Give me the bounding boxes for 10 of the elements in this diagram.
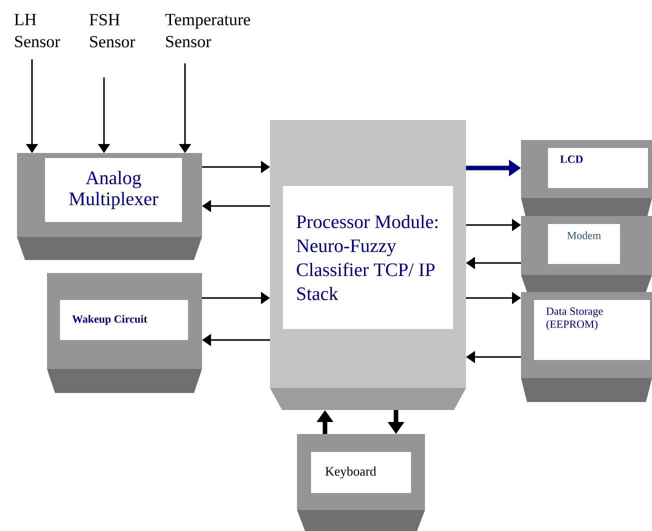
module-box: Wakeup Circuit — [47, 273, 202, 393]
sensor-label: Temperature Sensor — [165, 14, 250, 48]
module-box: Analog Multiplexer — [17, 153, 202, 260]
module-box: Data Storage (EEPROM) — [521, 292, 652, 402]
module-box: Keyboard — [297, 434, 425, 531]
sensor-label: FSH Sensor — [90, 14, 136, 48]
processor-box: Processor Module: Neuro-Fuzzy Classifier TCP/ IP Stack — [270, 120, 466, 410]
module-box: LCD — [521, 140, 652, 222]
module-box: Modem — [521, 216, 652, 292]
sensor-label: LH Sensor — [14, 14, 60, 48]
